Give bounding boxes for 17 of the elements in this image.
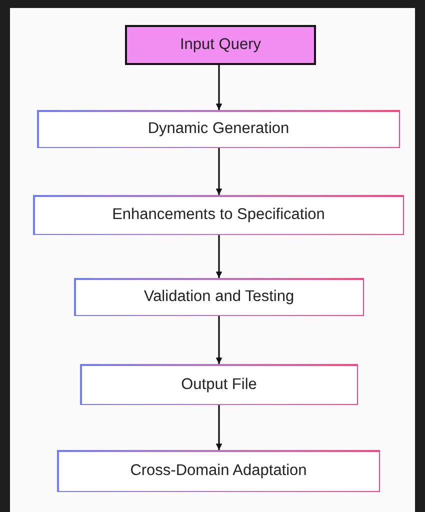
process-box xyxy=(33,195,404,235)
node-label: Validation and Testing xyxy=(144,287,294,308)
process-box xyxy=(37,110,400,148)
arrow xyxy=(216,316,222,364)
start-box xyxy=(125,25,316,65)
process-box xyxy=(57,450,380,492)
arrow xyxy=(216,405,222,450)
node-label: Cross-Domain Adaptation xyxy=(130,461,307,482)
node-label: Output File xyxy=(181,374,257,395)
node-label: Input Query xyxy=(180,35,261,56)
arrow xyxy=(216,65,222,110)
arrow xyxy=(216,235,222,278)
arrow xyxy=(216,148,222,195)
node-label: Enhancements to Specification xyxy=(112,205,325,226)
process-box xyxy=(80,364,358,405)
process-box xyxy=(74,278,364,316)
node-label: Dynamic Generation xyxy=(148,119,290,140)
